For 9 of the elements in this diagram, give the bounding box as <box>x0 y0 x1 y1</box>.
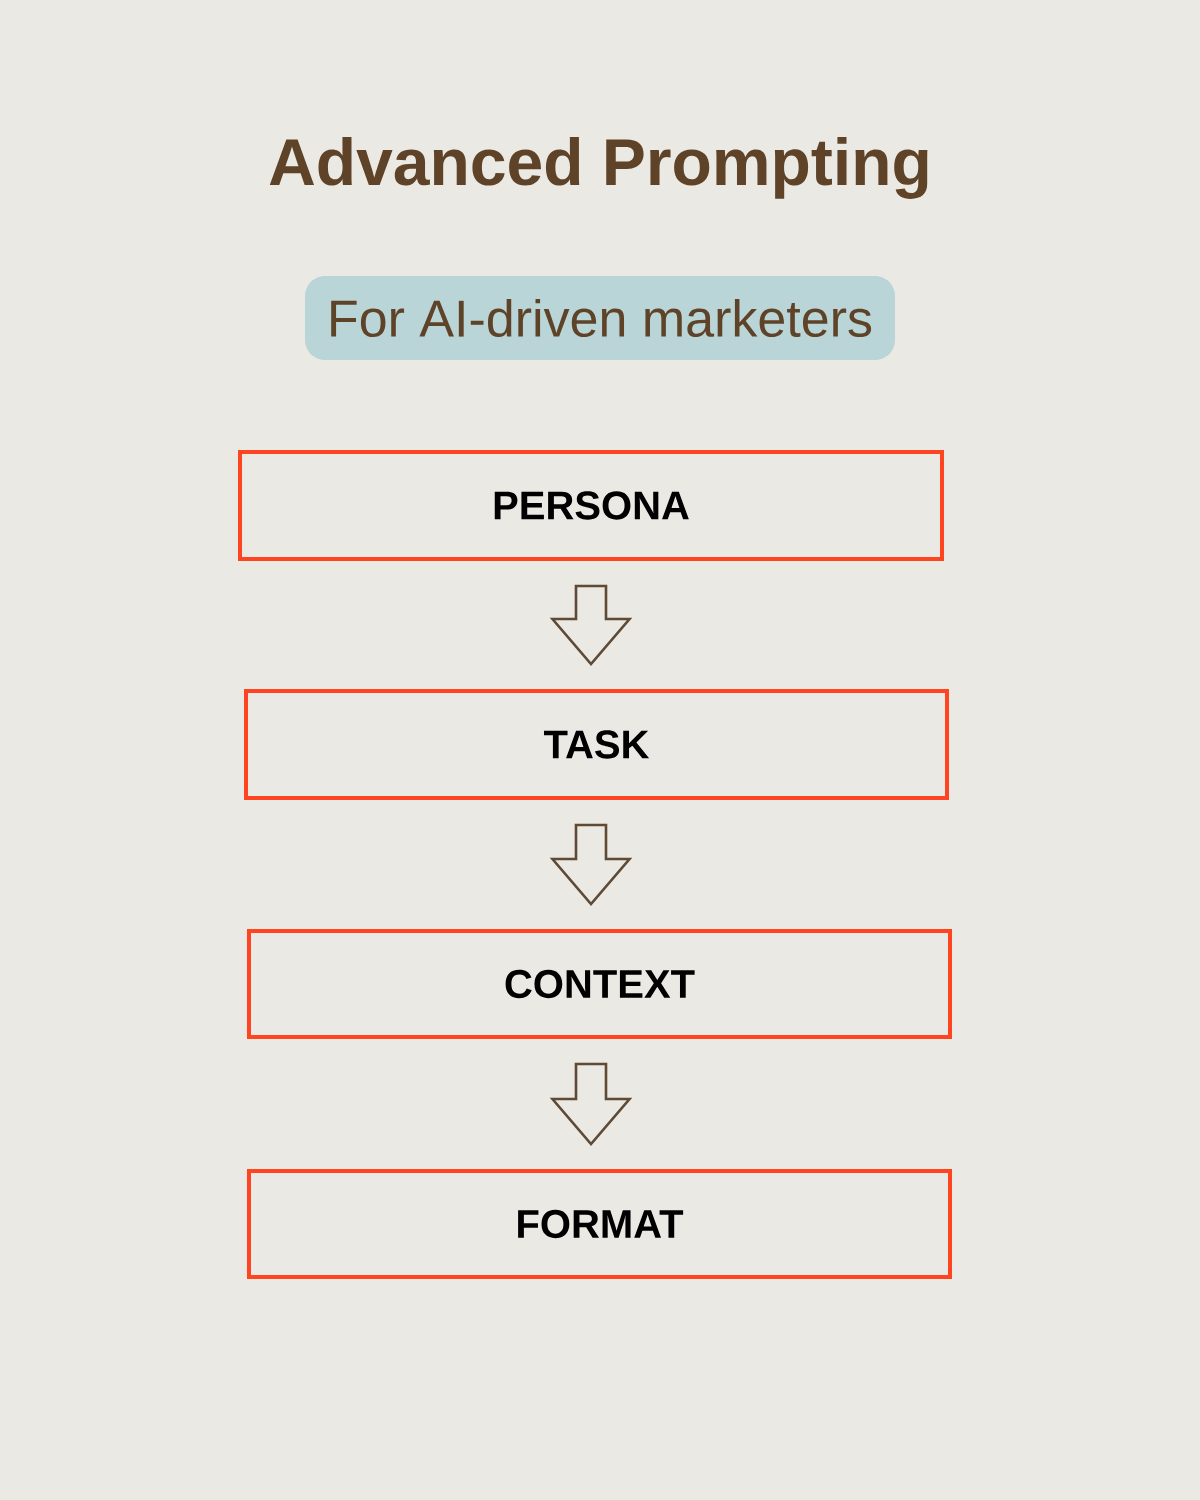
subtitle-pill: For AI-driven marketers <box>305 276 895 360</box>
step-box: FORMAT <box>247 1169 952 1279</box>
step-box: TASK <box>244 689 949 800</box>
step-box: CONTEXT <box>247 929 952 1039</box>
block-arrow <box>549 823 633 906</box>
step-box: PERSONA <box>238 450 944 561</box>
title: Advanced Prompting <box>269 137 928 199</box>
block-arrow <box>549 1062 633 1146</box>
block-arrow <box>549 584 633 666</box>
